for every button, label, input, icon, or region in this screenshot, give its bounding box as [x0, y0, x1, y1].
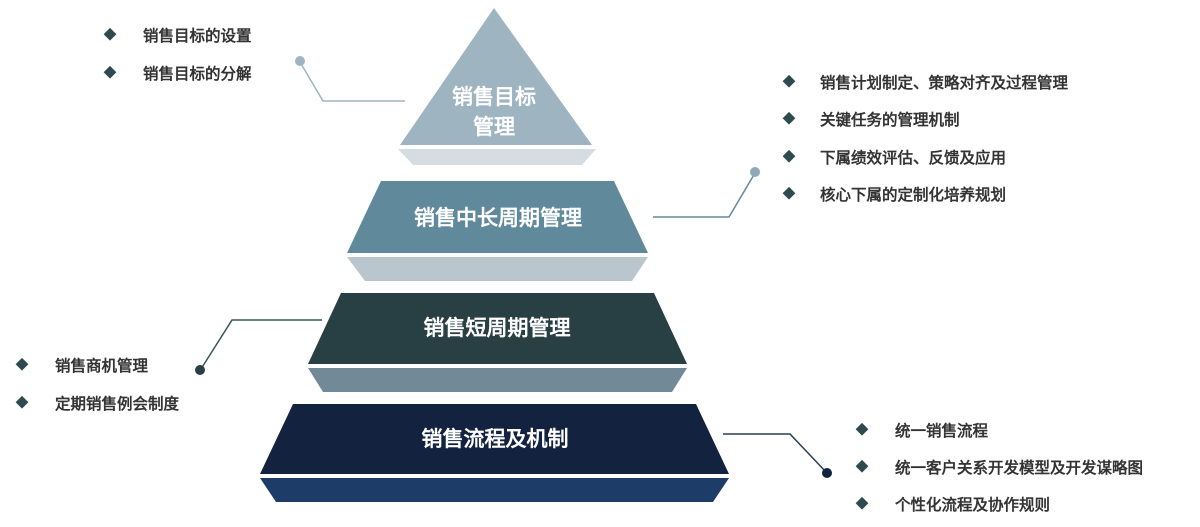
tier-short-label: 销售短周期管理 [424, 316, 571, 340]
diamond-icon [855, 459, 869, 473]
tier-goal-triangle [400, 8, 592, 145]
list-item: 关键任务的管理机制 [820, 110, 960, 129]
connector-goal [295, 56, 405, 102]
tier-midlong-block [347, 181, 648, 253]
diamond-icon [782, 111, 796, 125]
list-item: 个性化流程及协作规则 [894, 495, 1050, 514]
list-item: 统一客户关系开发模型及开发谋略图 [895, 458, 1143, 477]
tier-short-base [308, 368, 687, 392]
list-item: 销售商机管理 [55, 356, 149, 375]
list-item: 统一销售流程 [895, 421, 989, 440]
list-item: 销售目标的分解 [143, 64, 252, 83]
diamond-icon [103, 27, 117, 41]
tier-process-label: 销售流程及机制 [422, 427, 569, 451]
tier-short-block [308, 293, 687, 364]
diamond-icon [855, 422, 869, 436]
list-item: 定期销售例会制度 [55, 394, 180, 413]
tier-goal-label-1: 销售目标 [452, 85, 536, 109]
list-item: 核心下属的定制化培养规划 [820, 185, 1006, 204]
diamond-icon [782, 74, 796, 88]
diamond-icon [103, 65, 117, 79]
tier-midlong-base [347, 257, 648, 281]
diamond-icon [782, 186, 796, 200]
connector-process [723, 433, 832, 478]
list-goal: 销售目标的设置 销售目标的分解 [103, 26, 252, 83]
diamond-icon [782, 149, 796, 163]
diamond-icon [15, 357, 29, 371]
diamond-icon [15, 395, 29, 409]
list-item: 销售计划制定、策略对齐及过程管理 [820, 73, 1069, 92]
tier-midlong-label: 销售中长周期管理 [414, 206, 582, 230]
connector-midlong [653, 167, 760, 218]
tier-goal-base [398, 149, 596, 165]
list-process: 统一销售流程 统一客户关系开发模型及开发谋略图 个性化流程及协作规则 [855, 421, 1143, 514]
list-short: 销售商机管理 定期销售例会制度 [15, 356, 180, 413]
diamond-icon [855, 496, 869, 510]
tier-process-base [260, 478, 729, 502]
list-midlong: 销售计划制定、策略对齐及过程管理 关键任务的管理机制 下属绩效评估、反馈及应用 … [782, 73, 1069, 204]
tier-goal-label-2: 管理 [473, 115, 515, 139]
tier-process-block [260, 404, 729, 474]
connector-short [195, 319, 322, 375]
list-item: 下属绩效评估、反馈及应用 [820, 148, 1006, 167]
list-item: 销售目标的设置 [143, 26, 252, 45]
